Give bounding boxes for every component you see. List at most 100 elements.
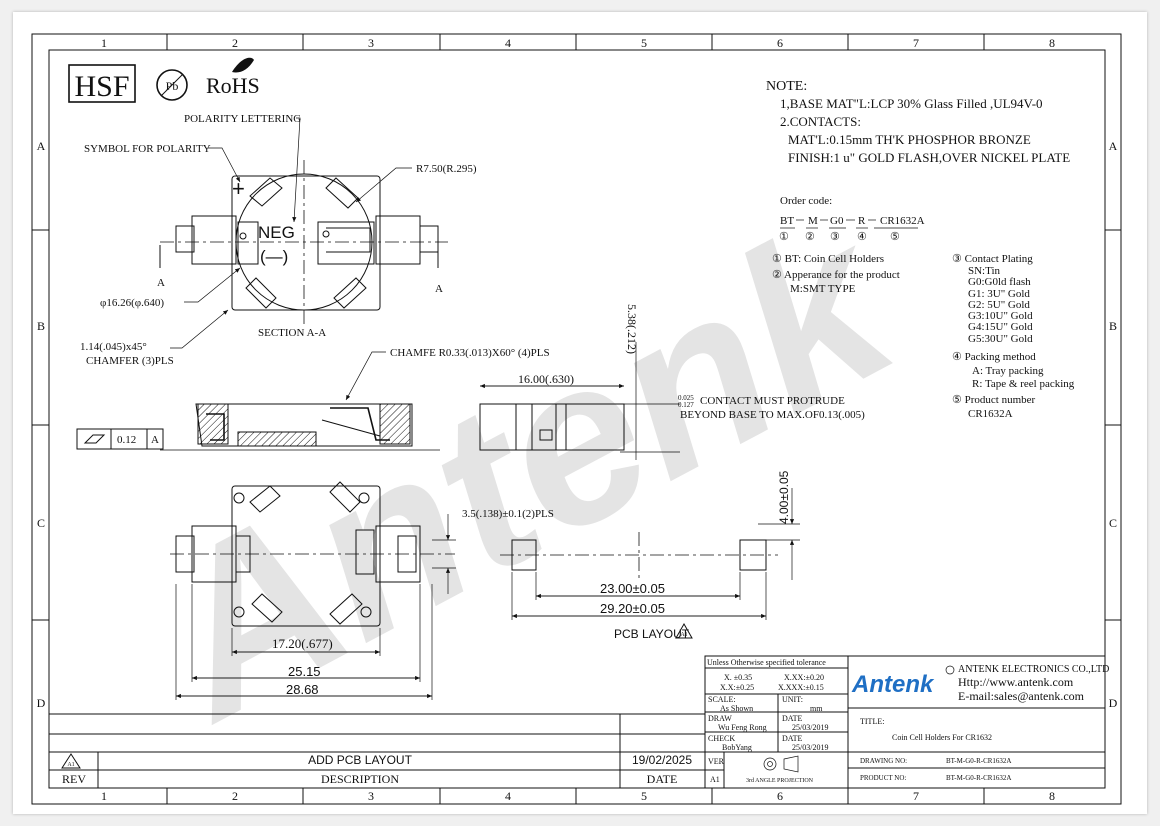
order-code-2: M bbox=[808, 215, 818, 227]
order-code-5: CR1632A bbox=[880, 215, 925, 227]
side-view bbox=[479, 403, 680, 453]
dim-400-label: 4.00±0.05 bbox=[777, 470, 791, 524]
tolerance-x: X. ±0.35 bbox=[724, 673, 752, 682]
dim-2300-label: 23.00±0.05 bbox=[600, 581, 665, 596]
plus-symbol: + bbox=[232, 176, 245, 201]
dim-1720-label: 17.20(.677) bbox=[272, 636, 333, 651]
pb-free-icon bbox=[156, 69, 188, 101]
dim-538-label: 5.38(.212) bbox=[625, 304, 639, 354]
column-dividers bbox=[32, 34, 1121, 804]
drawing-no-value: BT-M-G0-R-CR1632A bbox=[946, 757, 1011, 765]
revision-mark-icon bbox=[61, 753, 81, 769]
bottom-view bbox=[170, 481, 455, 627]
minus-label: (—) bbox=[260, 247, 288, 266]
col-label-1-bottom: 1 bbox=[101, 789, 107, 803]
flatness-icon bbox=[83, 434, 106, 444]
company-logo: Antenk bbox=[851, 671, 935, 698]
chamfer-label-2: CHAMFER (3)PLS bbox=[86, 355, 174, 367]
unit-label: UNIT: bbox=[782, 695, 803, 704]
pb-strike-icon bbox=[160, 73, 184, 97]
order-right-13: CR1632A bbox=[968, 408, 1013, 420]
note-line-2: 2.CONTACTS: bbox=[780, 114, 861, 129]
order-code-4: R bbox=[858, 215, 866, 227]
row-label-d: D bbox=[37, 696, 46, 710]
note-line-3: MAT'L:0.15mm TH'K PHOSPHOR BRONZE bbox=[788, 132, 1031, 147]
col-label-2: 2 bbox=[232, 36, 238, 50]
diameter-label: φ16.26(φ.640) bbox=[100, 297, 164, 309]
company-http: Http://www.antenk.com bbox=[958, 675, 1074, 689]
col-label-6: 6 bbox=[777, 36, 783, 50]
row-label-a: A bbox=[37, 139, 46, 153]
title-value: Coin Cell Holders For CR1632 bbox=[892, 733, 992, 742]
col-label-2-bottom: 2 bbox=[232, 789, 238, 803]
section-aa-label: SECTION A-A bbox=[258, 327, 326, 339]
pb-logo-text: Pb bbox=[166, 79, 179, 93]
drawing-no-label: DRAWING NO: bbox=[860, 757, 907, 765]
section-view bbox=[160, 403, 440, 451]
tolerance-x2: X.X:±0.25 bbox=[720, 683, 754, 692]
dim-2868-label: 28.68 bbox=[286, 682, 319, 697]
check-label: CHECK bbox=[708, 734, 735, 743]
row-label-d-right: D bbox=[1109, 696, 1118, 710]
order-right-8: G5:30U" Gold bbox=[968, 333, 1033, 345]
row-label-a-right: A bbox=[1109, 139, 1118, 153]
registered-icon bbox=[945, 665, 955, 675]
product-no-label: PRODUCT NO: bbox=[860, 774, 906, 782]
order-right-12: ⑤ Product number bbox=[952, 394, 1036, 406]
chamfe-label: CHAMFE R0.33(.013)X60° (4)PLS bbox=[390, 347, 550, 359]
revision-date: 19/02/2025 bbox=[632, 753, 692, 767]
col-label-4: 4 bbox=[505, 36, 511, 50]
col-label-5-bottom: 5 bbox=[641, 789, 647, 803]
company-name: ANTENK ELECTRONICS CO.,LTD bbox=[958, 664, 1109, 675]
col-label-4-bottom: 4 bbox=[505, 789, 511, 803]
symbol-polarity-label: SYMBOL FOR POLARITY bbox=[84, 143, 211, 155]
order-code-1: BT bbox=[780, 215, 794, 227]
col-label-7-bottom: 7 bbox=[913, 789, 919, 803]
date-header: DATE bbox=[647, 772, 678, 786]
tolerance-bottom: 0.127 bbox=[678, 401, 694, 409]
check-date: 25/03/2019 bbox=[792, 743, 828, 752]
order-right-7: G4:15U" Gold bbox=[968, 321, 1033, 333]
scale-label: SCALE: bbox=[708, 695, 736, 704]
dim-35-label: 3.5(.138)±0.1(2)PLS bbox=[462, 508, 554, 520]
rev-header: REV bbox=[62, 772, 86, 786]
draw-date: 25/03/2019 bbox=[792, 723, 828, 732]
revision-triangle-icon bbox=[675, 622, 693, 639]
order-circle-2: ② bbox=[805, 231, 815, 243]
flatness-frame bbox=[76, 428, 164, 450]
ver-label: VER bbox=[708, 757, 725, 766]
order-code-3: G0 bbox=[830, 215, 844, 227]
pcb-layout-label: PCB LAYOUT bbox=[614, 627, 690, 641]
order-right-1: ③ Contact Plating bbox=[952, 253, 1033, 265]
flatness-value: 0.12 bbox=[117, 434, 136, 446]
order-right-9: ④ Packing method bbox=[952, 351, 1036, 363]
note-line-4: FINISH:1 u" GOLD FLASH,OVER NICKEL PLATE bbox=[788, 150, 1070, 165]
col-label-3: 3 bbox=[368, 36, 374, 50]
tolerance-xxx: X.XXX:±0.15 bbox=[778, 683, 824, 692]
order-right-4: G1: 3U" Gold bbox=[968, 288, 1030, 300]
top-view: NEG (—) + bbox=[160, 160, 448, 326]
col-label-5: 5 bbox=[641, 36, 647, 50]
check-date-label: DATE bbox=[782, 734, 803, 743]
unit-value: mm bbox=[810, 704, 823, 713]
notes-title: NOTE: bbox=[766, 79, 807, 94]
order-right-5: G2: 5U" Gold bbox=[968, 299, 1030, 311]
revision-table bbox=[49, 713, 705, 788]
description-header: DESCRIPTION bbox=[321, 772, 399, 786]
order-left-2: ② Apperance for the product bbox=[772, 269, 900, 281]
projection-icon bbox=[763, 757, 777, 771]
order-right-10: A: Tray packing bbox=[972, 365, 1044, 377]
scale-value: As Shown bbox=[720, 704, 753, 713]
hsf-logo-text: HSF bbox=[74, 70, 129, 103]
order-left-3: M:SMT TYPE bbox=[790, 283, 856, 295]
pcb-layout bbox=[500, 488, 800, 580]
order-right-3: G0:G0ld flash bbox=[968, 276, 1031, 288]
rohs-logo-text: RoHS bbox=[206, 73, 260, 98]
row-label-c: C bbox=[37, 516, 45, 530]
revision-mark: A1 bbox=[67, 762, 74, 768]
dim-2515-label: 25.15 bbox=[288, 664, 321, 679]
revision-triangle-text: A1 bbox=[680, 632, 687, 638]
section-marker-right: A bbox=[435, 283, 443, 295]
order-circle-5: ⑤ bbox=[890, 231, 900, 243]
